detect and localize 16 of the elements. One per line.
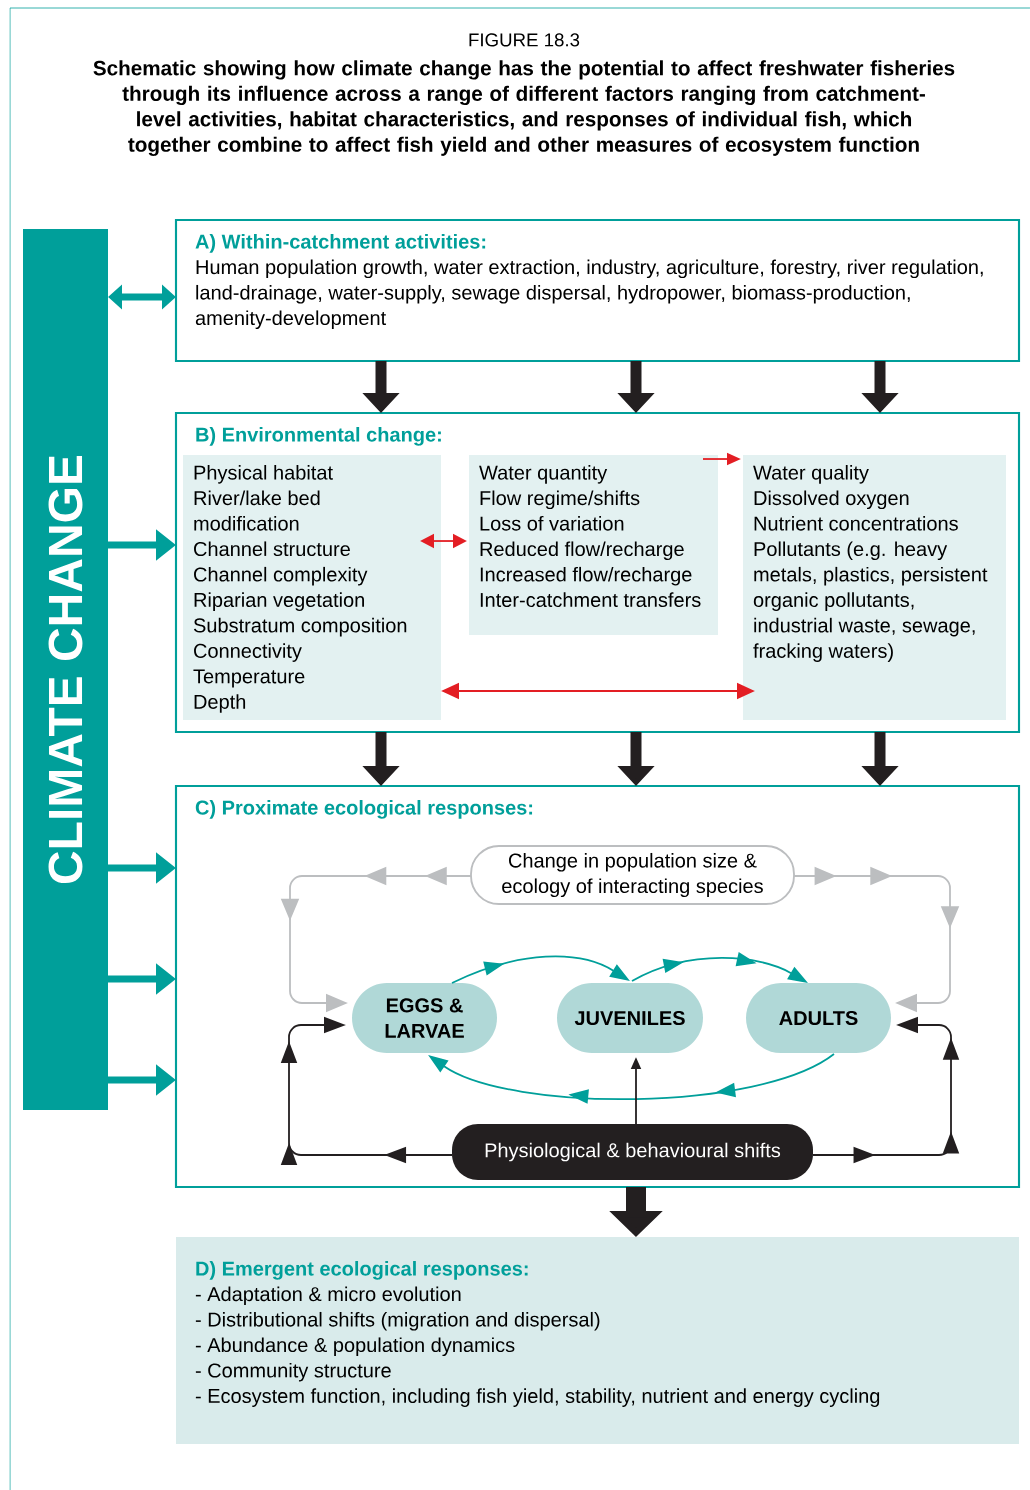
- arrow: [280, 1016, 453, 1165]
- life-stage-box: EGGS & LARVAE: [352, 983, 497, 1053]
- section-box: A) Within-catchment activities: Human population growth, water extraction, industry, agriculture, forestry, river regulation, land-drainage, water-supply, sewage dispersal, hydropower, biomass-production, amenity-development: [174, 218, 1021, 363]
- life-stage-box: JUVENILES: [557, 983, 703, 1053]
- life-stage-box: ADULTS: [746, 983, 891, 1053]
- figure-title: FIGURE 18.3: [469, 33, 580, 47]
- arrow: [108, 284, 176, 310]
- climate-change-bar: CLIMATE CHANGE: [23, 229, 108, 1110]
- factor-panel: Water quantity Flow regime/shifts Loss of variation Reduced flow/recharge Increased flow/recharge Inter-catchment transfers: [469, 455, 718, 635]
- rounded-box: Physiological & behavioural shifts: [452, 1124, 813, 1180]
- section-box: D) Emergent ecological responses: - Adaptation & micro evolution - Distributional shifts (migration and dispersal) - Abundance & population dynamics - Community structure - Ecosystem function, including fish yield, stability, nutrient and energy cycling: [176, 1237, 1019, 1444]
- figure-caption: Schematic showing how climate change has the potential to affect freshwater fisheries through its influence across a range of different factors ranging from catchment-level activities, habitat characteristics, and responses of individual fish, which together combine to affect fish yield and other measures of ecosystem function: [93, 60, 955, 156]
- factor-panel: Water quality Dissolved oxygen Nutrient concentrations Pollutants (e.g. heavy metals, plastics, persistent organic pollutants, industrial waste, sewage, fracking waters): [743, 455, 1006, 720]
- rounded-box: Change in population size & ecology of interacting species: [470, 845, 795, 905]
- factor-panel: Physical habitat River/lake bed modification Channel structure Channel complexity Riparian vegetation Substratum composition Connectivity Temperature Depth: [183, 455, 441, 720]
- arrow: [793, 866, 960, 1013]
